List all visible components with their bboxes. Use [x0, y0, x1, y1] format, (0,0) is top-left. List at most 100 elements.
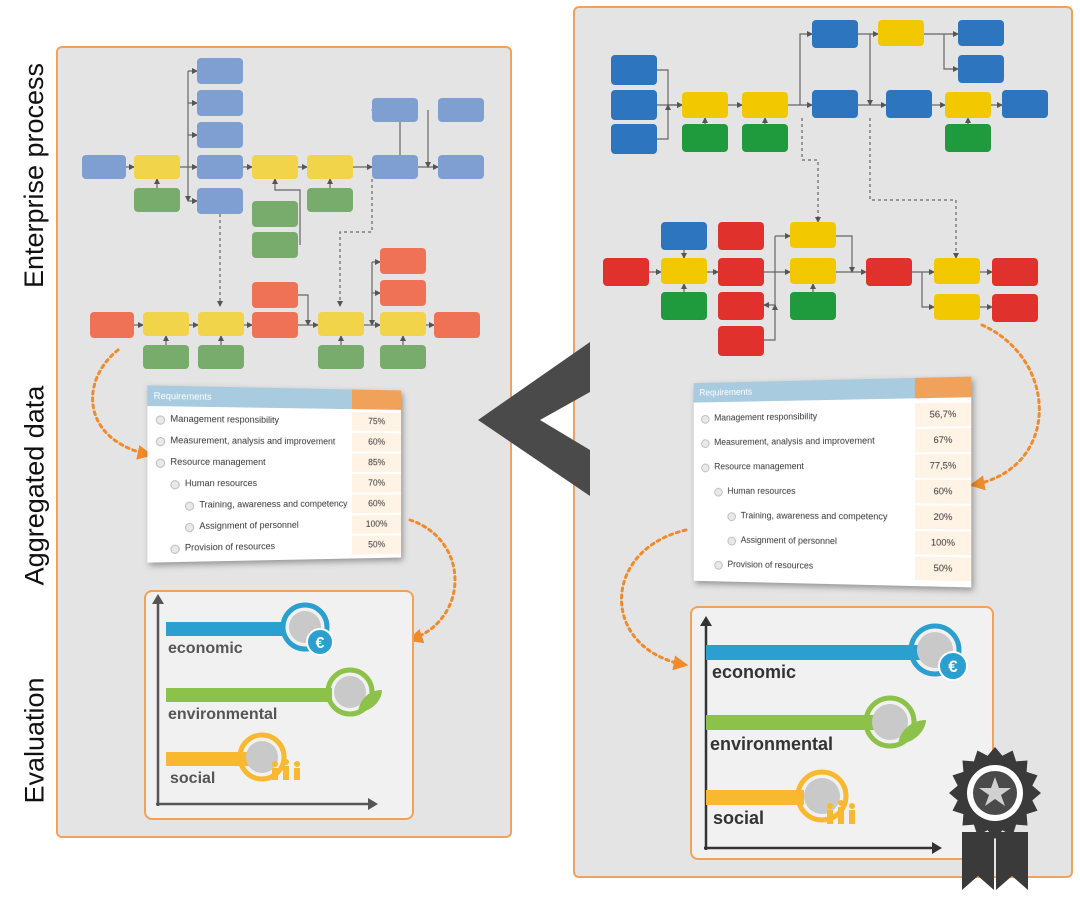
process-step	[661, 292, 707, 320]
svg-text:€: €	[316, 635, 325, 652]
process-connector	[799, 31, 813, 105]
requirement-value: 100%	[914, 530, 972, 556]
orange-flow-arrows	[91, 323, 1041, 671]
globe-people-icon	[795, 769, 855, 824]
expand-bullet-icon[interactable]	[701, 463, 710, 472]
expand-bullet-icon[interactable]	[184, 501, 195, 511]
requirement-label: Management responsibility	[714, 410, 818, 423]
globe-leaf-icon	[863, 695, 926, 749]
right-social-label: social	[713, 808, 765, 828]
expand-bullet-icon[interactable]	[701, 438, 710, 448]
expand-bullet-icon[interactable]	[170, 544, 180, 554]
expand-bullet-icon[interactable]	[155, 458, 166, 468]
process-step	[866, 258, 912, 286]
table-header-value	[351, 389, 402, 410]
globe-euro-icon: €	[908, 623, 968, 681]
process-step	[252, 282, 298, 308]
process-step	[812, 90, 858, 118]
requirement-value: 67%	[914, 428, 972, 453]
process-step	[252, 155, 298, 179]
process-step	[790, 222, 836, 248]
process-step	[992, 294, 1038, 322]
process-step	[134, 188, 180, 212]
requirement-label: Provision of resources	[727, 558, 814, 571]
process-step	[197, 155, 243, 179]
requirement-label: Measurement, analysis and improvement	[714, 434, 875, 447]
requirement-label: Provision of resources	[184, 540, 276, 553]
process-connector	[836, 235, 855, 273]
process-step	[90, 312, 134, 338]
process-step	[307, 155, 353, 179]
process-connector	[337, 179, 373, 307]
table-row: Measurement, analysis and improvement 67%	[694, 427, 972, 455]
requirement-label: Measurement, analysis and improvement	[170, 434, 336, 446]
process-connector	[272, 178, 301, 245]
requirement-value: 77,5%	[914, 454, 972, 478]
table-row: Management responsibility 56,7%	[694, 401, 972, 430]
table-row: Resource management 77,5%	[694, 453, 972, 479]
process-step	[372, 98, 418, 122]
expand-bullet-icon[interactable]	[727, 511, 736, 521]
requirement-label: Assignment of personnel	[740, 534, 837, 546]
process-step	[252, 232, 298, 258]
expand-bullet-icon[interactable]	[184, 522, 195, 532]
process-step	[438, 98, 484, 122]
right-economic-label: economic	[712, 662, 797, 682]
process-step	[682, 92, 728, 118]
requirement-value: 56,7%	[914, 402, 972, 427]
process-step	[372, 155, 418, 179]
process-boxes	[82, 20, 1048, 369]
process-step	[1002, 90, 1048, 118]
requirement-label: Resource management	[714, 460, 804, 471]
requirement-value: 85%	[351, 453, 402, 473]
process-step	[945, 92, 991, 118]
expand-bullet-icon[interactable]	[727, 536, 736, 546]
process-step	[198, 312, 244, 336]
process-step	[742, 124, 788, 152]
expand-bullet-icon[interactable]	[714, 560, 723, 570]
expand-bullet-icon[interactable]	[155, 436, 166, 446]
left-connectors	[126, 68, 439, 345]
process-step	[661, 258, 707, 284]
process-step	[790, 258, 836, 284]
orange-flow-arrow	[969, 323, 1041, 491]
requirement-label: Training, awareness and competency	[740, 509, 888, 522]
process-step	[718, 326, 764, 356]
process-step	[380, 345, 426, 369]
process-connector	[943, 34, 959, 72]
expand-bullet-icon[interactable]	[714, 487, 723, 497]
left-social-label: social	[170, 770, 216, 787]
process-step	[934, 294, 980, 320]
process-step	[718, 222, 764, 250]
right-connectors	[649, 31, 1003, 341]
process-connector	[921, 272, 935, 310]
process-step	[197, 58, 243, 84]
process-step	[380, 248, 426, 274]
left-environmental-label: environmental	[168, 706, 278, 723]
requirement-value: 75%	[351, 412, 402, 432]
expand-bullet-icon[interactable]	[701, 414, 710, 424]
expand-bullet-icon[interactable]	[170, 479, 180, 489]
process-step	[198, 345, 244, 369]
table-header: Requirements	[693, 377, 915, 403]
process-step	[252, 312, 298, 338]
process-step	[611, 124, 657, 154]
expand-bullet-icon[interactable]	[155, 414, 166, 425]
requirement-label: Human resources	[727, 485, 796, 496]
process-step	[143, 312, 189, 336]
process-step	[886, 90, 932, 118]
process-step	[958, 20, 1004, 46]
process-connector	[764, 304, 778, 341]
left-economic-label: economic	[168, 640, 243, 657]
requirement-value: 60%	[914, 479, 972, 504]
chevron-left-icon-shape	[478, 342, 590, 496]
process-step	[790, 292, 836, 320]
requirement-value: 20%	[914, 505, 972, 530]
